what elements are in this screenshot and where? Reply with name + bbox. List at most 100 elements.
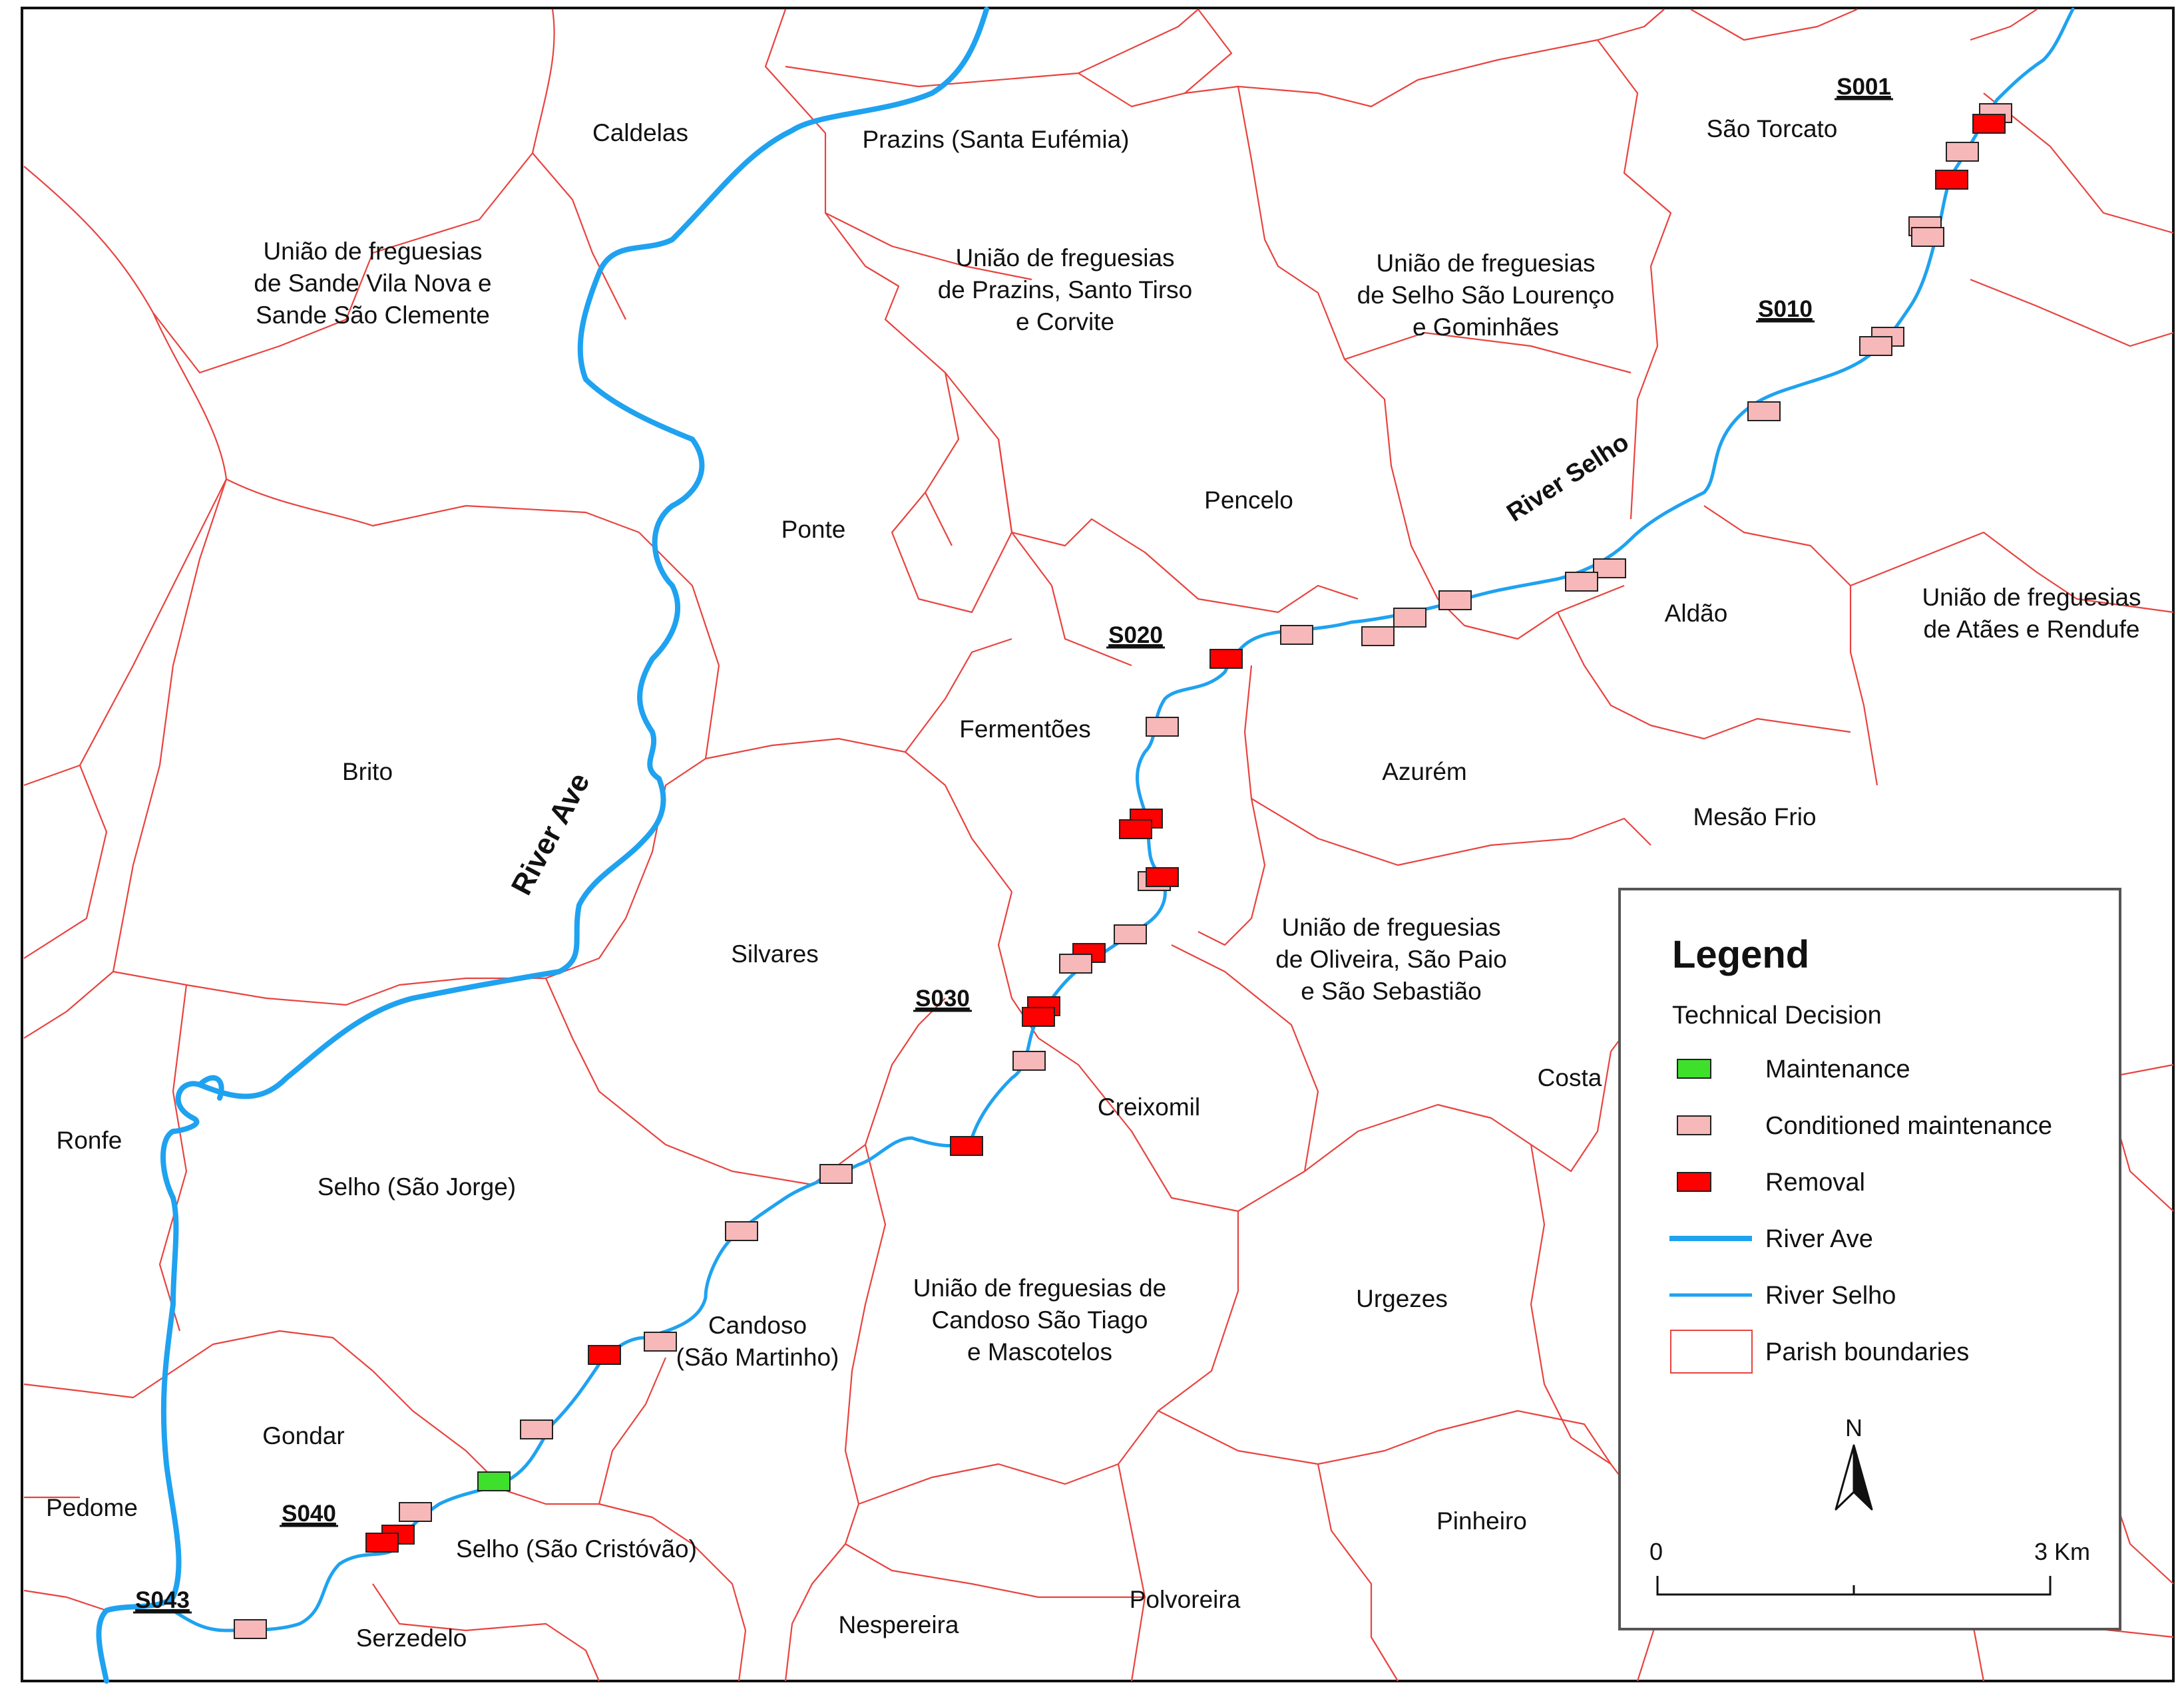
decision-marker-conditioned [1593,558,1626,578]
parish-label-line: Silvares [731,940,819,968]
decision-marker-conditioned [1114,924,1147,944]
decision-marker-removal [365,1533,399,1553]
legend-item-label: River Ave [1765,1225,1873,1253]
legend-item-label: River Selho [1765,1282,1896,1310]
parish-label-line: e Corvite [1016,308,1114,335]
parish-label-line: Candoso São Tiago [931,1306,1148,1334]
parish-label-line: União de freguesias [1376,250,1595,277]
parish-label-line: Brito [342,758,393,785]
decision-marker-conditioned [1747,401,1781,421]
parish-label: Creixomil [1098,1093,1200,1121]
north-arrow: N [1835,1414,1873,1511]
parish-label: Brito [342,758,393,785]
parish-label: Fermentões [959,715,1090,743]
decision-marker-conditioned [1280,625,1313,645]
parish-label-line: Azurém [1382,758,1466,785]
scale-bar: 0 3 Km [1649,1538,2090,1596]
parish-label: Pedome [46,1494,138,1521]
decision-marker-removal [1146,867,1179,887]
parish-label-line: Costa [1538,1064,1602,1091]
site-label: S043 [135,1587,190,1613]
parish-label: Pencelo [1204,486,1293,514]
parish-label-line: Polvoreira [1130,1586,1241,1613]
river-ave-line [96,7,989,1684]
parish-label: São Torcato [1707,115,1838,142]
decision-marker-conditioned [1146,717,1179,737]
north-label: N [1845,1414,1862,1441]
parish-label-line: Mesão Frio [1693,803,1816,831]
parish-label: Silvares [731,940,819,968]
parish-label-line: Selho (São Cristóvão) [456,1535,697,1563]
legend-subtitle: Technical Decision [1672,1002,1882,1030]
decision-marker-conditioned [1059,954,1092,974]
river-ave-meander [197,1075,224,1101]
parish-label-line: (São Martinho) [676,1344,839,1371]
parish-label-line: União de freguesias [263,238,482,265]
parish-label-line: de Selho São Lourenço [1357,282,1615,309]
legend-swatch [1677,1172,1711,1192]
parish-label-line: e Gominhães [1413,313,1559,341]
legend-item-label: Parish boundaries [1765,1338,1969,1366]
parish-label: Polvoreira [1130,1586,1241,1613]
parish-label-line: Creixomil [1098,1093,1200,1121]
parish-label-line: de Atães e Rendufe [1923,616,2139,643]
parish-label-line: Serzedelo [356,1624,467,1652]
legend-title: Legend [1672,933,1809,976]
parish-label: Urgezes [1356,1285,1448,1312]
decision-marker-removal [1972,114,2006,134]
decision-marker-removal [1209,649,1243,669]
parish-label: Pinheiro [1436,1507,1527,1535]
north-arrow-right-half-icon [1853,1444,1873,1511]
decision-marker-removal [1935,170,1968,190]
parish-label-line: Gondar [262,1422,344,1449]
parish-label: Aldão [1665,600,1728,627]
legend-box [1618,888,2121,1630]
parish-label: Selho (São Cristóvão) [456,1535,697,1563]
decision-marker-conditioned [819,1164,853,1184]
decision-marker-conditioned [1393,608,1426,628]
legend-outline-swatch [1670,1330,1753,1374]
legend-item-label: Maintenance [1765,1055,1910,1083]
parish-label: União de freguesias de Selho São Lourenço… [1357,250,1615,341]
decision-marker-conditioned [1911,227,1944,247]
decision-marker-removal [1119,819,1152,839]
legend-item-label: Removal [1765,1169,1865,1197]
parish-label-line: Ponte [781,516,846,543]
scale-bar-line [1656,1576,2052,1596]
parish-label: Mesão Frio [1693,803,1816,831]
decision-marker-removal [588,1345,621,1365]
parish-label: Candoso(São Martinho) [676,1312,839,1371]
parish-label: Selho (São Jorge) [318,1173,516,1201]
parish-label-line: União de freguesias de [913,1274,1167,1302]
parish-label: União de freguesias de Atães e Rendufe [1922,584,2141,643]
site-label: S030 [915,986,970,1012]
parish-label: Gondar [262,1422,344,1449]
parish-label-line: Aldão [1665,600,1728,627]
decision-marker-conditioned [399,1502,432,1522]
parish-label-line: União de freguesias [1922,584,2141,611]
decision-marker-removal [1022,1007,1055,1027]
parish-label-line: União de freguesias [955,244,1174,272]
decision-marker-conditioned [1012,1051,1046,1071]
decision-marker-conditioned [234,1619,267,1639]
legend: Legend Technical Decision MaintenanceCon… [1618,888,2121,1630]
site-label: S020 [1108,622,1163,648]
parish-label-line: de Oliveira, São Paio [1275,946,1507,973]
parish-label-line: e São Sebastião [1301,978,1482,1005]
parish-label-line: Pedome [46,1494,138,1521]
parish-label-line: Prazins (Santa Eufémia) [862,126,1129,153]
parish-label-line: Sande São Clemente [256,301,490,329]
legend-swatch [1677,1059,1711,1079]
scale-end-label: 3 Km [2034,1538,2090,1565]
parish-label: Nespereira [839,1611,959,1638]
parish-label-line: Ronfe [57,1127,122,1154]
decision-marker-conditioned [520,1419,553,1439]
parish-label-line: São Torcato [1707,115,1838,142]
parish-label-line: Pinheiro [1436,1507,1527,1535]
parish-label-line: Selho (São Jorge) [318,1173,516,1201]
